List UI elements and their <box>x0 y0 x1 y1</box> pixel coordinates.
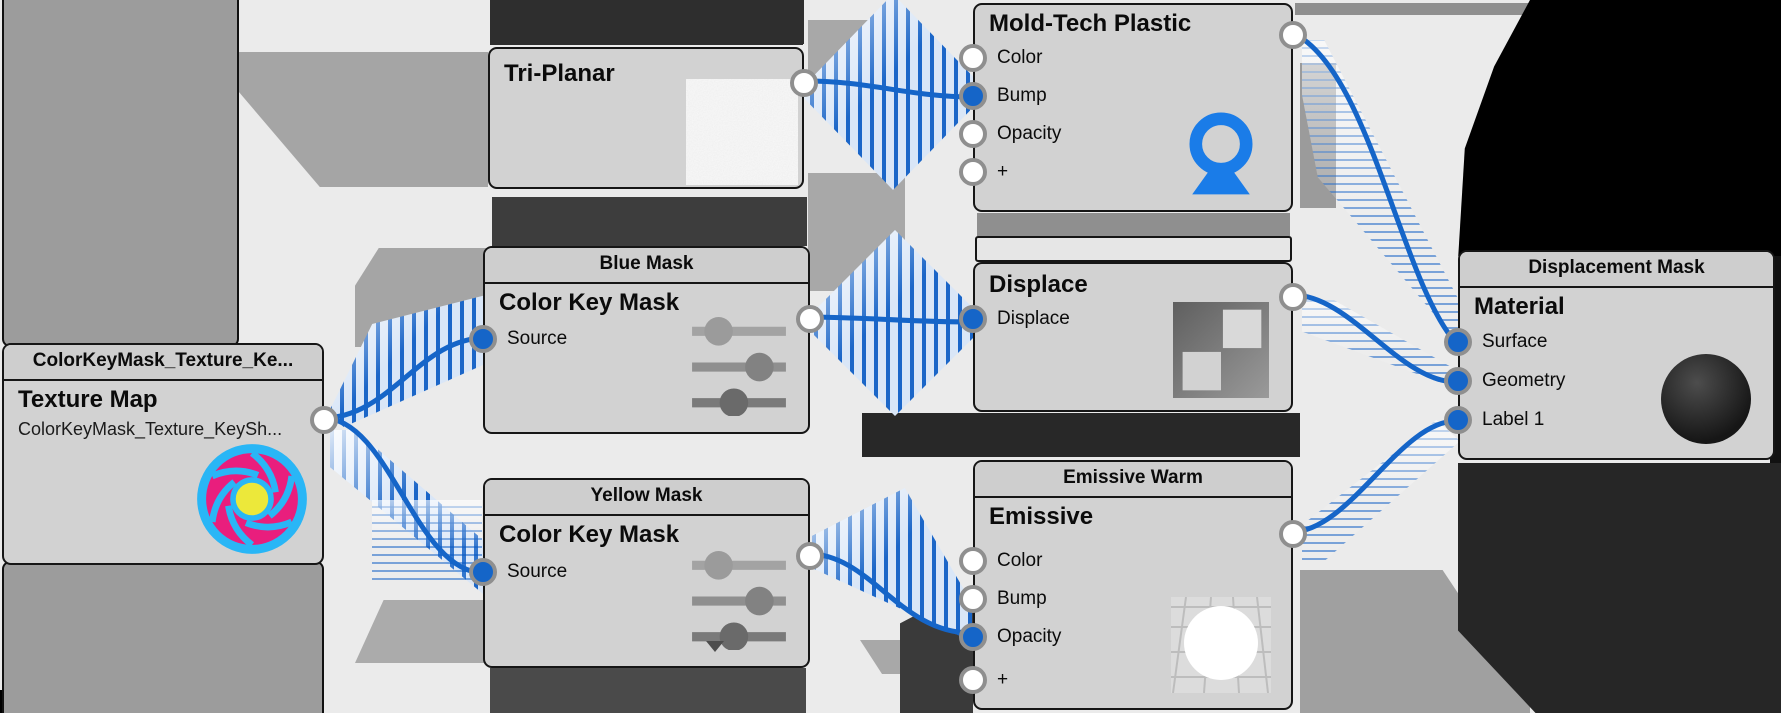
output-port[interactable] <box>796 542 824 570</box>
node-header: Blue Mask <box>485 248 808 284</box>
output-port[interactable] <box>796 305 824 333</box>
output-port[interactable] <box>1279 21 1307 49</box>
wire-bluemask-to-displace[interactable] <box>802 314 974 325</box>
input-port-opacity[interactable] <box>959 623 987 651</box>
port-label: Opacity <box>997 123 1062 144</box>
wire-moldtech-to-material-surface[interactable] <box>1290 30 1459 346</box>
output-port[interactable] <box>790 69 818 97</box>
collapsed-node-bar[interactable] <box>975 236 1292 262</box>
background-shape <box>862 413 1300 457</box>
input-port-color[interactable] <box>959 44 987 72</box>
port-label: Color <box>997 550 1043 571</box>
node-emissive[interactable]: Emissive Warm Emissive Color Bump Opacit… <box>959 460 1307 710</box>
port-label: Geometry <box>1482 369 1566 391</box>
input-port-opacity[interactable] <box>959 120 987 148</box>
input-port-surface[interactable] <box>1444 327 1472 356</box>
expander-arrow-icon[interactable] <box>706 641 724 652</box>
output-port[interactable] <box>1279 283 1307 311</box>
wire-texture-to-bluemask-source[interactable] <box>320 335 488 421</box>
node-header: Displacement Mask <box>1460 252 1773 288</box>
input-port-label1[interactable] <box>1444 405 1472 434</box>
wire-texture-to-yellowmask-source[interactable] <box>320 415 487 576</box>
input-port-add[interactable] <box>959 158 987 186</box>
background-shape <box>700 0 804 44</box>
port-label: Bump <box>997 85 1047 106</box>
wire-triplanar-to-moldtech-bump[interactable] <box>803 78 976 100</box>
node-title: Texture Map <box>18 386 158 413</box>
input-port-bump[interactable] <box>959 585 987 613</box>
background-panel <box>2 561 324 713</box>
background-shape <box>1770 0 1781 713</box>
port-label: Bump <box>997 588 1047 609</box>
input-port-bump[interactable] <box>959 82 987 110</box>
background-shape <box>492 197 807 246</box>
material-ball-icon <box>1176 104 1266 202</box>
output-port[interactable] <box>310 406 338 434</box>
node-title: Emissive <box>989 503 1094 530</box>
node-title: Tri-Planar <box>504 60 615 87</box>
background-shape <box>1458 0 1781 256</box>
node-title: Displace <box>989 271 1088 298</box>
node-displace[interactable]: Displace Displace <box>959 262 1307 412</box>
port-label: Source <box>507 561 568 582</box>
node-title: Color Key Mask <box>499 289 680 316</box>
input-port-color[interactable] <box>959 547 987 575</box>
node-header: ColorKeyMask_Texture_Ke... <box>4 345 322 381</box>
background-shape <box>490 668 806 713</box>
input-port-displace[interactable] <box>959 305 987 333</box>
node-tri-planar[interactable]: Tri-Planar <box>488 47 818 189</box>
sliders-icon <box>688 314 790 418</box>
background-shape <box>1295 3 1530 15</box>
input-port-source[interactable] <box>469 558 497 586</box>
node-yellow-mask[interactable]: Yellow Mask Color Key Mask Source <box>469 478 824 668</box>
port-label: Displace <box>997 308 1070 329</box>
input-port-source[interactable] <box>469 325 497 353</box>
node-mold-tech-plastic[interactable]: Mold-Tech Plastic Color Bump Opacity + <box>959 3 1307 212</box>
node-title: Color Key Mask <box>499 521 680 548</box>
node-header: Yellow Mask <box>485 480 808 516</box>
noise-texture-icon <box>686 79 798 185</box>
input-port-add[interactable] <box>959 666 987 694</box>
node-header: Emissive Warm <box>975 462 1291 498</box>
output-port[interactable] <box>1279 520 1307 548</box>
checker-icon <box>1173 302 1269 398</box>
node-title: Material <box>1474 293 1565 320</box>
port-label: Surface <box>1482 330 1548 352</box>
port-label: + <box>997 669 1009 690</box>
input-port-geometry[interactable] <box>1444 366 1472 395</box>
sliders-icon <box>688 548 790 652</box>
port-label: Source <box>507 328 568 349</box>
node-texture-map[interactable]: ColorKeyMask_Texture_Ke... Texture Map C… <box>2 343 338 565</box>
port-label: + <box>997 161 1009 182</box>
background-panel <box>2 0 239 347</box>
node-subtitle: ColorKeyMask_Texture_KeySh... <box>18 419 283 439</box>
node-blue-mask[interactable]: Blue Mask Color Key Mask Source <box>469 246 824 434</box>
port-label: Color <box>997 47 1043 68</box>
wire-emissive-to-material-label1[interactable] <box>1288 418 1459 535</box>
emissive-sphere-icon <box>1171 596 1271 694</box>
node-title: Mold-Tech Plastic <box>989 10 1192 37</box>
wire-yellowmask-to-emissive-opacity[interactable] <box>806 551 974 636</box>
aperture-icon <box>196 443 308 555</box>
background-shape <box>1458 463 1781 713</box>
port-label: Opacity <box>997 626 1062 647</box>
port-label: Label 1 <box>1482 408 1545 430</box>
dark-sphere-icon <box>1661 354 1751 444</box>
background-shape <box>977 213 1290 236</box>
node-material[interactable]: Displacement Mask Material Surface Geome… <box>1444 250 1775 460</box>
